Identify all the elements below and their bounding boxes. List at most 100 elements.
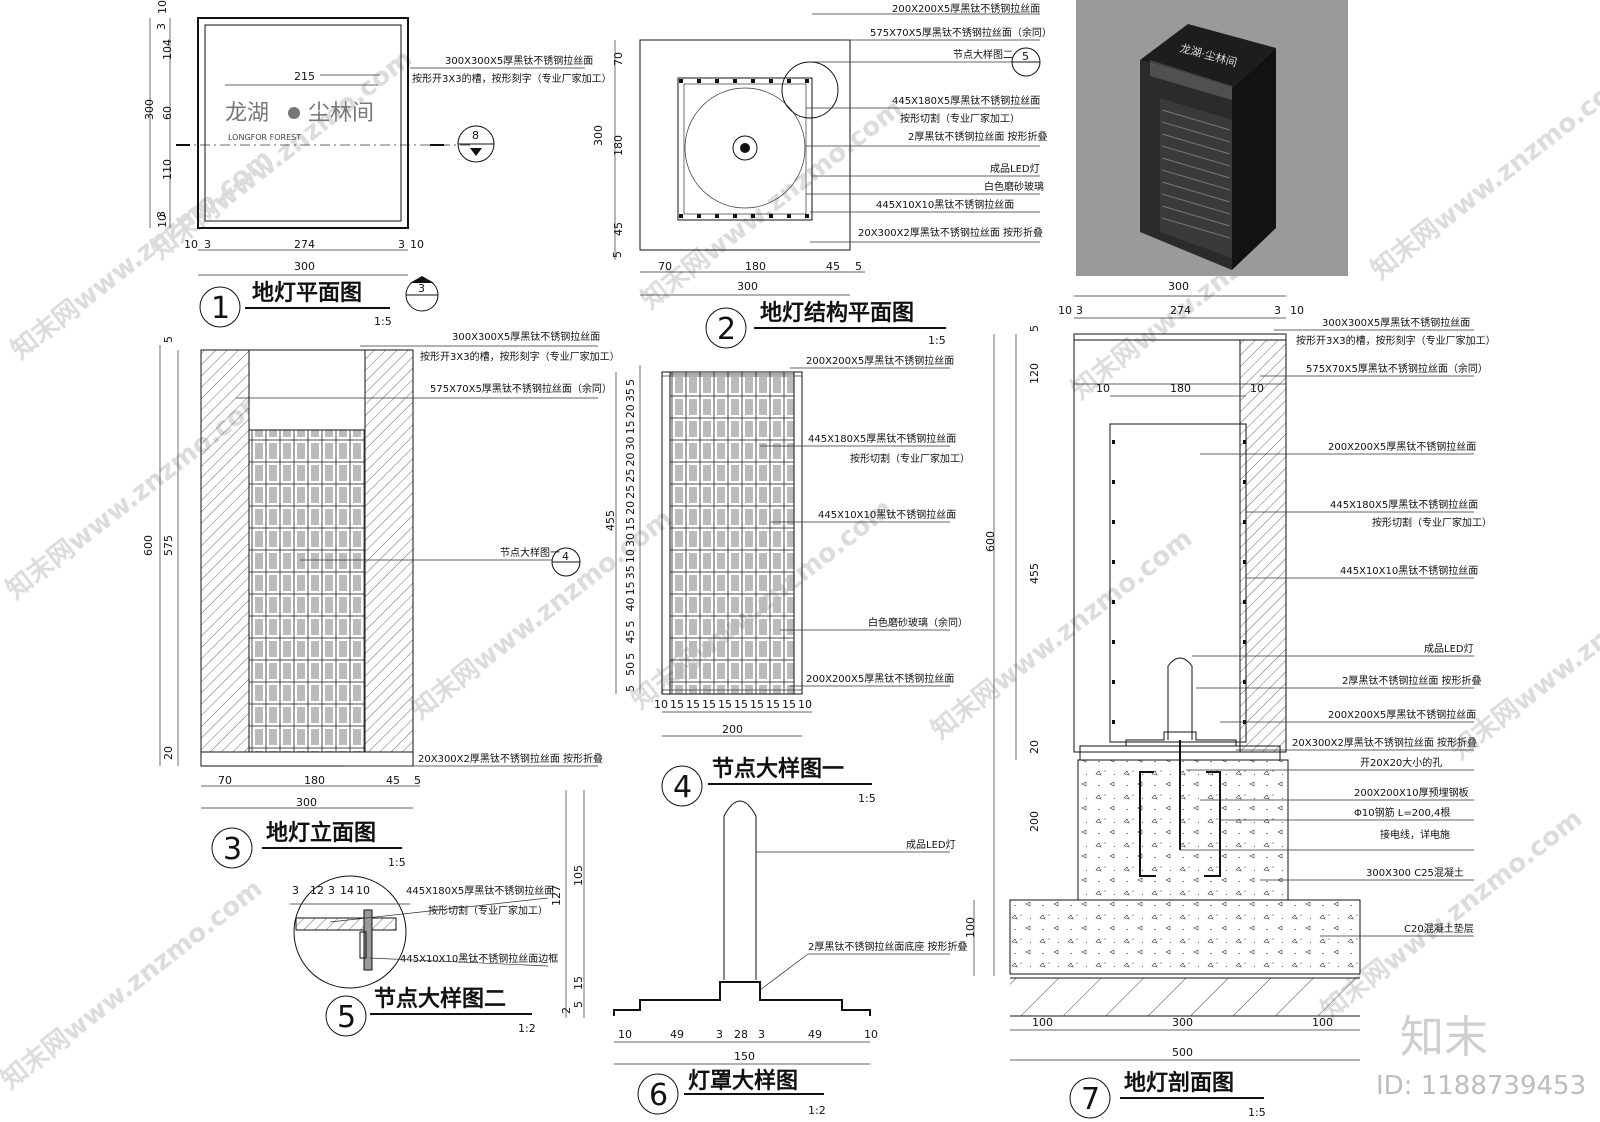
section-note: 开20X20大小的孔 <box>1360 756 1442 769</box>
dim-label: 45 <box>624 630 637 644</box>
view-scale: 1:5 <box>374 315 392 328</box>
dim-label: 10 <box>618 1028 632 1041</box>
dim-label: 70 <box>612 52 625 66</box>
dim-label: 10 <box>1290 304 1304 317</box>
dim-label: 25 <box>624 469 637 483</box>
view-number: 7 <box>1081 1082 1100 1117</box>
structure-note: 575X70X5厚黑钛不锈钢拉丝面（余同） <box>870 26 1052 39</box>
dim-label: 180 <box>304 774 325 787</box>
dim-label: 274 <box>294 238 315 251</box>
dim-label: 300 <box>294 260 315 273</box>
dim-label: 5 <box>572 1001 585 1008</box>
structure-note: 445X180X5厚黑钛不锈钢拉丝面 <box>892 94 1040 107</box>
node2-note: 按形切割（专业厂家加工） <box>428 904 548 917</box>
dim-label: 50 <box>624 662 637 676</box>
structure-note: 445X10X10黑钛不锈钢拉丝面 <box>876 198 1014 211</box>
dim-label: 49 <box>808 1028 822 1041</box>
section-note: 200X200X5厚黑钛不锈钢拉丝面 <box>1328 440 1476 453</box>
dim-label: 180 <box>1170 382 1191 395</box>
view-title: 节点大样图二 <box>374 986 506 1012</box>
dim-label: 10 <box>654 698 668 711</box>
dim-label: 49 <box>670 1028 684 1041</box>
dim-label: 104 <box>161 39 174 60</box>
dim-label: 300 <box>592 125 605 146</box>
dim-label: 3 <box>716 1028 723 1041</box>
section-marker-label: 8 <box>472 129 479 142</box>
dim-label: 5 <box>624 685 637 692</box>
structure-note: 200X200X5厚黑钛不锈钢拉丝面 <box>892 2 1040 15</box>
view-title: 地灯平面图 <box>252 281 362 306</box>
node2-note: 445X10X10黑钛不锈钢拉丝面边框 <box>400 952 558 965</box>
dim-label: 150 <box>734 1050 755 1063</box>
view-title: 地灯结构平面图 <box>760 300 914 326</box>
dim-label: 2 <box>560 1007 573 1014</box>
view-scale: 1:5 <box>928 334 946 347</box>
dim-label: 5 <box>855 260 862 273</box>
dim-label: 15 <box>734 698 748 711</box>
dim-label: 215 <box>294 70 315 83</box>
brand: 知末 ID: 1188739453 <box>1376 1012 1586 1101</box>
dim-label: 10 <box>1058 304 1072 317</box>
dim-label: 300 <box>296 796 317 809</box>
node1-note: 白色磨砂玻璃（余同） <box>868 616 968 629</box>
elevation-note: 300X300X5厚黑钛不锈钢拉丝面 <box>452 330 600 343</box>
dim-label: 100 <box>1312 1016 1333 1029</box>
dim-label: 10 <box>864 1028 878 1041</box>
dim-label: 300 <box>1172 1016 1193 1029</box>
dim-label: 5 <box>414 774 421 787</box>
drawing-id: ID: 1188739453 <box>1376 1071 1586 1101</box>
dim-label: 300 <box>1168 280 1189 293</box>
dim-label: 35 <box>624 388 637 402</box>
dim-label: 3 <box>1274 304 1281 317</box>
dim-label: 180 <box>745 260 766 273</box>
view-number: 2 <box>717 312 736 347</box>
dim-label: 5 <box>624 653 637 660</box>
view-number: 5 <box>337 1000 356 1035</box>
arrow-icon <box>410 276 434 283</box>
dim-label: 274 <box>1170 304 1191 317</box>
section-note: 2厚黑钛不锈钢拉丝面 按形折叠 <box>1342 674 1482 687</box>
dim-label: 20 <box>624 453 637 467</box>
dim-label: 20 <box>624 501 637 515</box>
dim-label: 100 <box>1032 1016 1053 1029</box>
elevation-note: 575X70X5厚黑钛不锈钢拉丝面（余同） <box>430 382 612 395</box>
dim-label: 20 <box>624 404 637 418</box>
dim-label: 60 <box>161 106 174 120</box>
section-note: 按形切割（专业厂家加工） <box>1372 516 1492 529</box>
dim-label: 3 <box>204 238 211 251</box>
dim-label: 15 <box>782 698 796 711</box>
dim-label: 455 <box>604 510 617 531</box>
structure-note: 2厚黑钛不锈钢拉丝面 按形折叠 <box>908 130 1048 143</box>
shade-note: 成品LED灯 <box>906 839 956 851</box>
dim-label: 5 <box>162 336 175 343</box>
arrow-icon <box>470 148 482 156</box>
dim-label: 3 <box>292 884 299 897</box>
view-scale: 1:5 <box>388 856 406 869</box>
dim-label: 3 <box>155 23 168 30</box>
dim-label: 10 <box>356 884 370 897</box>
logo-text-en: LONGFOR FOREST <box>228 133 301 142</box>
node1-note: 200X200X5厚黑钛不锈钢拉丝面 <box>806 672 954 685</box>
dim-label: 5 <box>624 379 637 386</box>
logo-text-cn: 尘林间 <box>308 101 374 126</box>
watermark: 知末网www.znzmo.com <box>636 93 908 315</box>
watermark: 知末网www.znzmo.com <box>1366 63 1600 285</box>
detail-marker-label: 5 <box>1022 50 1029 63</box>
dim-label: 5 <box>1028 325 1041 332</box>
dim-label: 3 <box>328 884 335 897</box>
dim-label: 35 <box>624 565 637 579</box>
plan-view: 10 3 104 60 110 3 10 300 215 龙湖 尘林间 LONG… <box>143 0 612 328</box>
view-title: 地灯剖面图 <box>1124 1070 1234 1096</box>
structure-note: 节点大样图二 <box>953 48 1013 61</box>
section-note: 成品LED灯 <box>1424 643 1474 655</box>
dim-label: 10 <box>624 549 637 563</box>
structure-note: 按形切割（专业厂家加工） <box>900 112 1020 125</box>
dim-label: 30 <box>624 436 637 450</box>
elevation-view: 5 600 575 20 70 180 45 5 300 300X300X5厚黑… <box>142 330 620 869</box>
dim-label: 15 <box>750 698 764 711</box>
watermark: 知末网www.znzmo.com <box>146 43 418 265</box>
dim-label: 12 <box>310 884 324 897</box>
dim-label: 15 <box>702 698 716 711</box>
dim-label: 10 <box>184 238 198 251</box>
